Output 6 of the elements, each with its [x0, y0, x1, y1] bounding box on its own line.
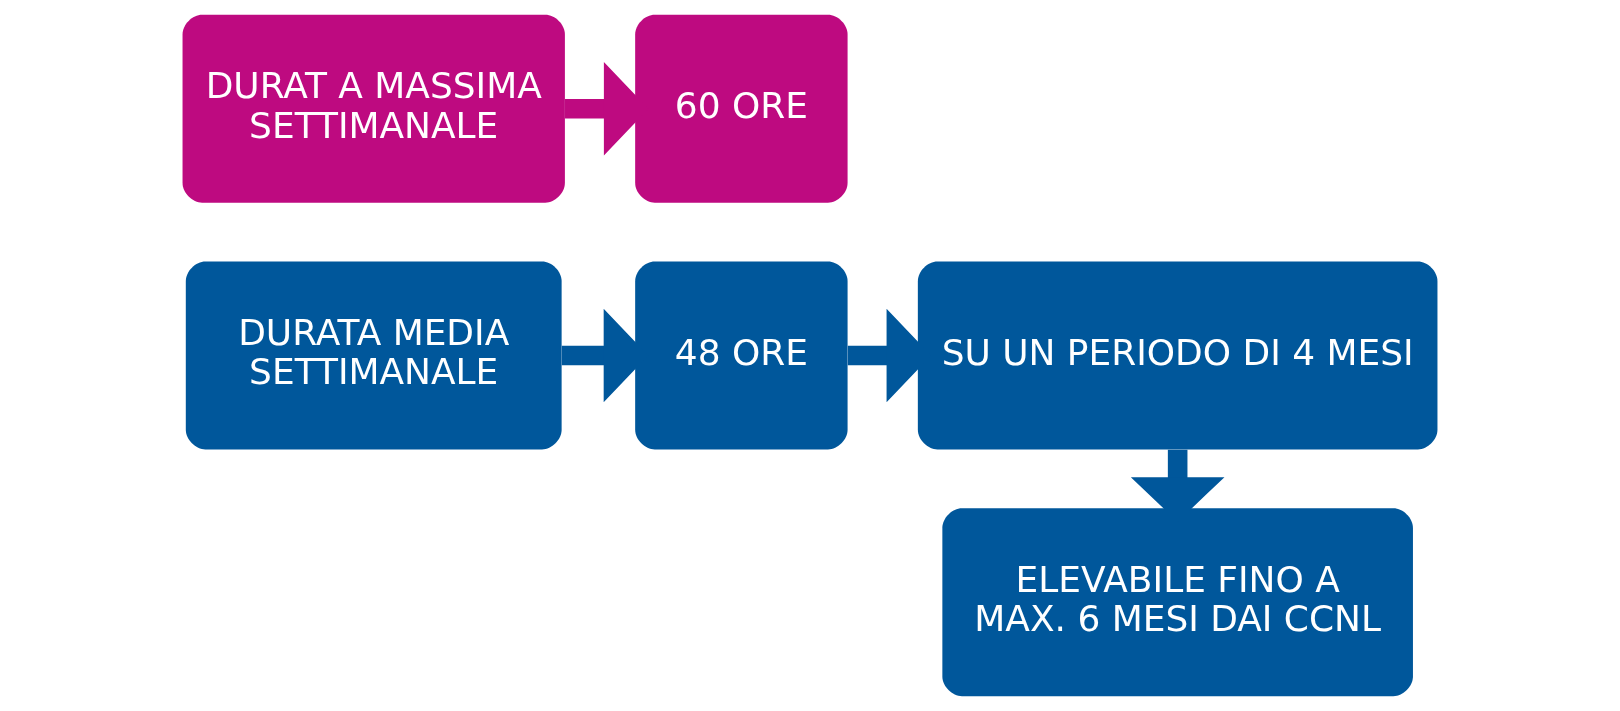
node-box: 48 ORE — [635, 261, 848, 450]
node-box: ELEVABILE FINO A MAX. 6 MESI DAI CCNL — [942, 508, 1413, 697]
node-box: DURATA MEDIA SETTIMANALE — [185, 261, 562, 450]
node-box: 60 ORE — [635, 14, 848, 203]
node-box: DURAT A MASSIMA SETTIMANALE — [182, 14, 565, 203]
node-box: SU UN PERIODO DI 4 MESI — [917, 261, 1438, 450]
